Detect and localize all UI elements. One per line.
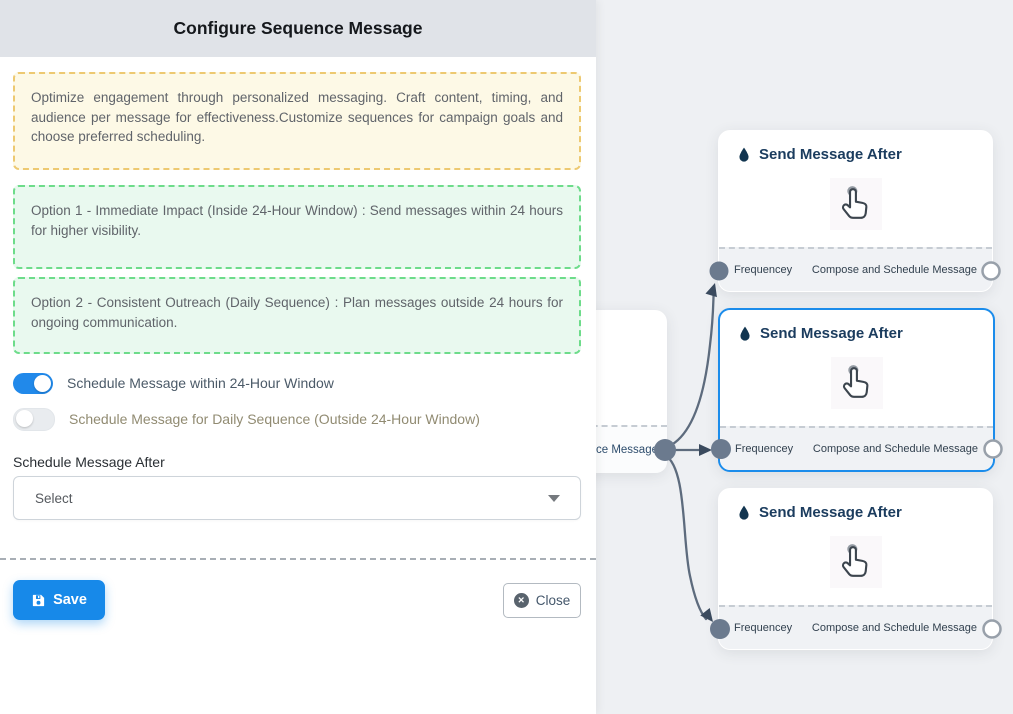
node-input-label: Frequencey xyxy=(735,443,794,455)
tap-hand-icon[interactable] xyxy=(829,536,882,588)
toggle-within-24hr[interactable] xyxy=(13,372,53,394)
configure-sequence-panel: Configure Sequence Message Optimize enga… xyxy=(0,0,596,620)
node-body xyxy=(720,342,993,424)
toggle-knob xyxy=(34,374,51,392)
node-footer: Frequencey Compose and Schedule Message xyxy=(719,605,992,649)
tap-hand-icon[interactable] xyxy=(829,178,882,230)
flow-node-send-message-after-3[interactable]: Send Message After Frequencey Compose an… xyxy=(718,488,993,650)
schedule-after-select[interactable]: Select xyxy=(13,476,581,520)
flow-canvas[interactable]: ce Message Send Message After Frequencey… xyxy=(453,0,1013,714)
node-header: Send Message After xyxy=(719,489,992,521)
node-header: Send Message After xyxy=(719,131,992,163)
toggle-daily-sequence[interactable] xyxy=(13,407,55,431)
save-button[interactable]: Save xyxy=(13,580,105,620)
tap-hand-icon[interactable] xyxy=(830,357,883,409)
node-output-label: Compose and Schedule Message xyxy=(811,264,977,276)
node-title: Send Message After xyxy=(759,504,902,521)
arrowhead xyxy=(700,608,713,622)
page-title: Configure Sequence Message xyxy=(173,18,423,38)
node-title: Send Message After xyxy=(759,146,902,163)
close-circle-icon: ✕ xyxy=(513,593,529,608)
edge-to-node-1 xyxy=(663,286,716,450)
arrowhead xyxy=(699,444,712,456)
flow-node-send-message-after-1[interactable]: Send Message After Frequencey Compose an… xyxy=(718,130,993,292)
panel-header: Configure Sequence Message xyxy=(0,0,596,57)
node-output-label: Compose and Schedule Message xyxy=(811,622,977,634)
footer-buttons: Save ✕ Close xyxy=(13,580,581,620)
save-button-label: Save xyxy=(53,592,87,608)
toggle-row-daily: Schedule Message for Daily Sequence (Out… xyxy=(13,407,581,431)
node-footer: Frequencey Compose and Schedule Message xyxy=(719,247,992,291)
select-placeholder: Select xyxy=(35,490,73,506)
node-title: Send Message After xyxy=(760,325,903,342)
schedule-after-label: Schedule Message After xyxy=(13,454,165,470)
flow-node-send-message-after-2[interactable]: Send Message After Frequencey Compose an… xyxy=(718,308,995,472)
close-button[interactable]: ✕ Close xyxy=(503,583,581,618)
node-input-label: Frequencey xyxy=(734,622,793,634)
droplet-icon xyxy=(740,326,750,341)
node-header: Send Message After xyxy=(720,310,993,342)
footer-divider xyxy=(0,558,596,560)
node-output-label-truncated: ce Message xyxy=(595,444,658,456)
node-body xyxy=(719,521,992,603)
droplet-icon xyxy=(739,147,749,162)
toggle-knob xyxy=(16,409,33,427)
option1-note: Option 1 - Immediate Impact (Inside 24-H… xyxy=(13,185,581,269)
save-floppy-icon xyxy=(32,594,45,606)
option2-note: Option 2 - Consistent Outreach (Daily Se… xyxy=(13,277,581,354)
toggle-within-24hr-label: Schedule Message within 24-Hour Window xyxy=(67,375,334,391)
node-footer: Frequencey Compose and Schedule Message xyxy=(720,426,993,470)
info-note: Optimize engagement through personalized… xyxy=(13,72,581,170)
edge-to-node-3 xyxy=(663,453,708,621)
toggle-row-24hr: Schedule Message within 24-Hour Window xyxy=(13,372,581,394)
node-output-label: Compose and Schedule Message xyxy=(812,443,978,455)
node-body xyxy=(719,163,992,245)
node-input-label: Frequencey xyxy=(734,264,793,276)
droplet-icon xyxy=(739,505,749,520)
close-button-label: Close xyxy=(535,593,571,608)
chevron-down-icon xyxy=(548,494,560,502)
toggle-daily-sequence-label: Schedule Message for Daily Sequence (Out… xyxy=(69,411,480,427)
